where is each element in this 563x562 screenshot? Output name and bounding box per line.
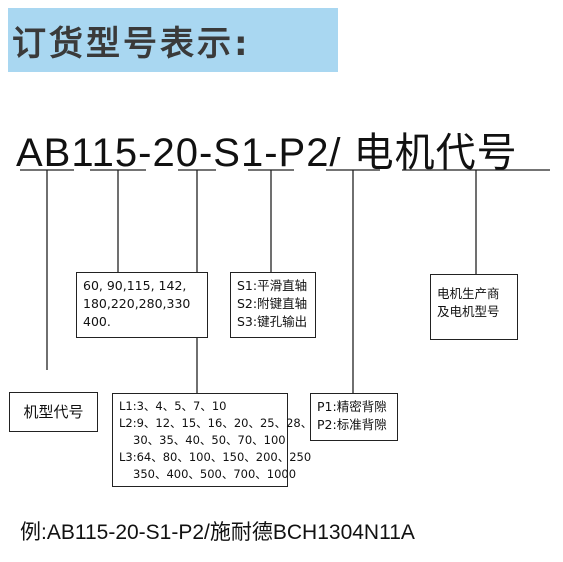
backlash-options-box: P1:精密背隙 P2:标准背隙: [310, 393, 398, 441]
ratio-line-3: 30、35、40、50、70、100: [133, 433, 286, 447]
ratio-line-2: L2:9、12、15、16、20、25、28、: [119, 416, 313, 430]
title-banner: 订货型号表示:: [8, 8, 338, 72]
model-label-box: 机型代号: [9, 392, 98, 432]
ratio-line-4: L3:64、80、100、150、200、250: [119, 450, 312, 464]
example-text: 例:AB115-20-S1-P2/施耐德BCH1304N11A: [20, 521, 415, 544]
motor-line-2: 及电机型号: [437, 304, 500, 319]
backlash-line-1: P1:精密背隙: [317, 399, 387, 414]
size-line-2: 180,220,280,330: [83, 296, 191, 311]
motor-info-box: 电机生产商 及电机型号: [430, 274, 518, 340]
size-line-3: 400.: [83, 314, 111, 329]
shaft-options-box: S1:平滑直轴 S2:附键直轴 S3:键孔输出: [230, 272, 316, 338]
model-code-string: AB115-20-S1-P2/ 电机代号: [16, 131, 518, 175]
ratio-line-5: 350、400、500、700、1000: [133, 467, 297, 481]
size-options-box: 60, 90,115, 142, 180,220,280,330 400.: [76, 272, 208, 338]
motor-line-1: 电机生产商: [437, 286, 500, 301]
shaft-line-1: S1:平滑直轴: [237, 278, 308, 293]
shaft-line-2: S2:附键直轴: [237, 296, 308, 311]
size-line-1: 60, 90,115, 142,: [83, 278, 187, 293]
page-title: 订货型号表示:: [12, 23, 251, 64]
model-label: 机型代号: [23, 403, 84, 421]
shaft-line-3: S3:键孔输出: [237, 314, 308, 329]
ratio-line-1: L1:3、4、5、7、10: [119, 399, 227, 413]
backlash-line-2: P2:标准背隙: [317, 417, 387, 432]
ratio-options-box: L1:3、4、5、7、10 L2:9、12、15、16、20、25、28、 30…: [112, 393, 313, 487]
